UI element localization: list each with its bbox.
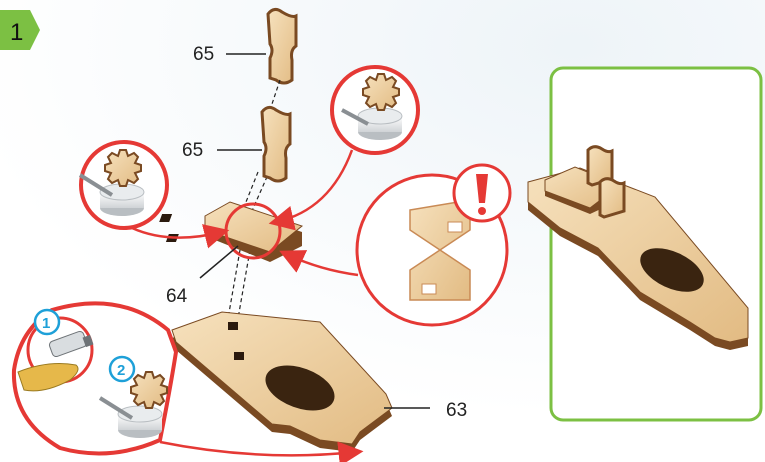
gear-icon [105, 150, 141, 186]
part-65-top [268, 9, 296, 83]
gear-icon [131, 372, 167, 408]
step-number: 1 [10, 19, 23, 46]
glue-callout-right [332, 67, 418, 153]
substep-1: 1 [42, 315, 50, 332]
glue-callout-left [80, 142, 167, 228]
label-64: 64 [166, 286, 188, 307]
gear-icon [363, 74, 399, 110]
part-65-mid [262, 107, 290, 181]
substep-2: 2 [117, 362, 125, 379]
label-65-top: 65 [193, 44, 214, 65]
label-65-mid: 65 [182, 140, 203, 161]
glue-callout-bottom: 1 2 [14, 303, 176, 453]
label-63: 63 [446, 400, 467, 421]
